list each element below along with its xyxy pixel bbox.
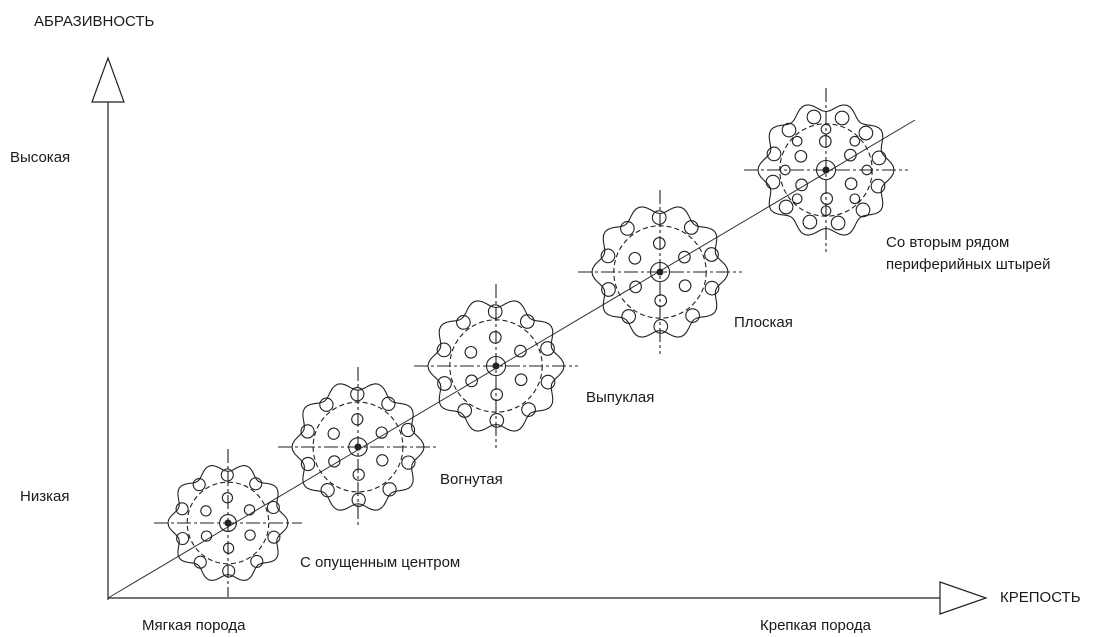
bit-label-second-row: Со вторым рядом периферийных штырей: [886, 232, 1050, 276]
bit-label-convex: Выпуклая: [586, 389, 655, 406]
y-axis-low-label: Низкая: [20, 488, 70, 505]
y-axis-title: АБРАЗИВНОСТЬ: [34, 13, 155, 30]
y-axis-arrow-icon: [91, 56, 125, 103]
trend-line: [107, 119, 916, 599]
y-axis-high-label: Высокая: [10, 149, 71, 166]
bit-label-concave: Вогнутая: [440, 471, 503, 488]
bit-label-second-row-line2: периферийных штырей: [886, 256, 1051, 273]
x-axis-high-label: Крепкая порода: [760, 617, 871, 634]
x-axis: [108, 581, 988, 615]
drill-bit-flat-icon: [578, 190, 742, 354]
drill-bit-concave-icon: [278, 367, 438, 527]
x-axis-arrow-icon: [939, 581, 988, 615]
x-axis-title: КРЕПОСТЬ: [1000, 589, 1081, 606]
y-axis: [91, 56, 125, 600]
x-axis-low-label: Мягкая порода: [142, 617, 246, 634]
drill-bit-dropped-center-icon: [154, 449, 302, 597]
bit-label-second-row-line1: Со вторым рядом: [886, 234, 1010, 251]
drill-bit-convex-icon: [414, 284, 578, 448]
bit-label-dropped-center: С опущенным центром: [300, 554, 461, 571]
drill-bit-second-row-icon: [744, 88, 908, 252]
bit-label-flat: Плоская: [734, 314, 793, 331]
